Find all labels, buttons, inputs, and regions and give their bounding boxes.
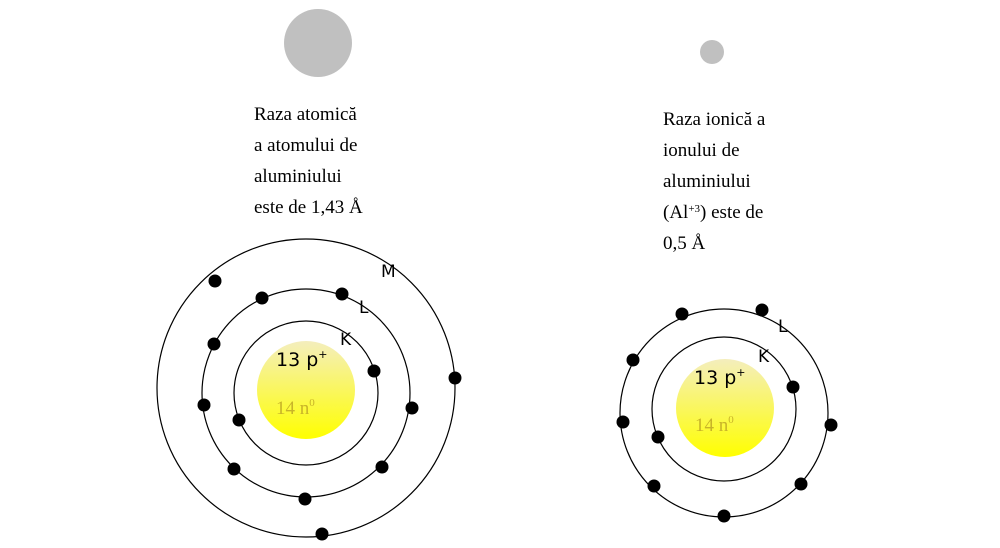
ion-shell-k	[651, 336, 797, 482]
ion-electron-l	[755, 303, 769, 317]
ion-electron-l	[675, 307, 689, 321]
ion-formula-rest: ) este de	[700, 202, 764, 223]
atom-electron-l	[227, 462, 241, 476]
atom-electron-m	[208, 274, 222, 288]
atom-shell-m	[156, 238, 456, 538]
ion-electron-l	[717, 509, 731, 523]
atom-model: 13 p+ 14 n0 M L K	[156, 238, 462, 541]
ion-neutrons-label: 14 n0	[695, 414, 734, 436]
ion-electron-l	[824, 418, 838, 432]
ion-shell-label-l: L	[778, 317, 788, 337]
atom-nucleus	[257, 341, 355, 439]
ion-electron-l	[626, 353, 640, 367]
atom-size-circle	[284, 9, 352, 77]
ion-caption-line: (Al+3) este de	[663, 197, 765, 228]
ion-caption-line: ionului de	[663, 140, 740, 161]
atom-shell-k	[233, 320, 379, 466]
ion-size-circle	[700, 40, 724, 64]
ion-protons-label: 13 p+	[694, 366, 746, 389]
ion-electron-l	[616, 415, 630, 429]
atomic-radius-caption: Raza atomică a atomului de aluminiului e…	[254, 99, 363, 223]
ion-nucleus	[676, 359, 774, 457]
ion-shell-label-k: K	[758, 347, 770, 367]
ion-caption-line: Raza ionică a	[663, 109, 766, 130]
atom-electron-l	[335, 287, 349, 301]
atom-caption-line: a atomului de	[254, 135, 358, 156]
ion-electron-k	[651, 430, 665, 444]
atom-electron-l	[405, 401, 419, 415]
atom-caption-line: Raza atomică	[254, 104, 357, 125]
atom-protons-label: 13 p+	[276, 348, 328, 371]
atom-shell-label-l: L	[359, 298, 369, 318]
atom-electron-l	[255, 291, 269, 305]
atom-electron-k	[232, 413, 246, 427]
ion-model: 13 p+ 14 n0 L K	[616, 303, 838, 523]
atom-neutrons-label: 14 n0	[276, 397, 315, 419]
atom-caption-line: este de 1,43 Å	[254, 197, 363, 218]
atom-electron-l	[298, 492, 312, 506]
atom-caption-line: aluminiului	[254, 166, 342, 187]
atom-electron-m	[448, 371, 462, 385]
atom-shell-label-k: K	[340, 330, 352, 350]
ion-electron-l	[647, 479, 661, 493]
ion-electron-k	[786, 380, 800, 394]
ion-electron-l	[794, 477, 808, 491]
ion-caption-line: 0,5 Å	[663, 233, 706, 254]
atom-electron-l	[207, 337, 221, 351]
ion-charge: +3	[688, 203, 701, 215]
atom-electron-k	[367, 364, 381, 378]
atom-shell-label-m: M	[381, 262, 396, 282]
ion-formula-open: (Al	[663, 202, 689, 223]
ion-caption-line: aluminiului	[663, 171, 751, 192]
atom-electron-l	[197, 398, 211, 412]
ionic-radius-caption: Raza ionică a ionului de aluminiului (Al…	[663, 104, 765, 259]
atom-electron-l	[375, 460, 389, 474]
atom-electron-m	[315, 527, 329, 541]
